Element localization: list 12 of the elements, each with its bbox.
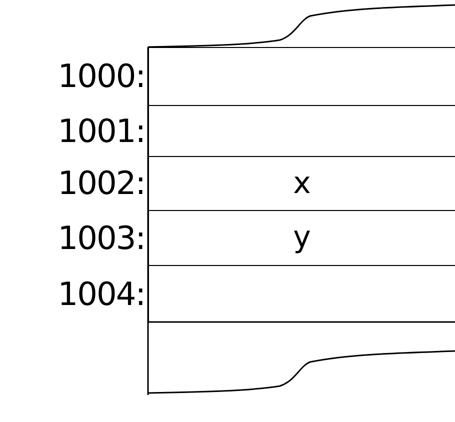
cell-value: y: [293, 223, 311, 253]
memory-address: 1000:: [58, 60, 145, 92]
memory-address: 1002:: [58, 167, 145, 199]
cell-value: x: [293, 168, 311, 198]
memory-cell: [148, 105, 455, 156]
memory-address: 1001:: [58, 114, 145, 146]
memory-cell: [148, 210, 455, 265]
memory-address: 1003:: [58, 222, 145, 254]
memory-cell: [148, 156, 455, 210]
memory-cell: [148, 265, 455, 322]
memory-cell: [148, 47, 455, 105]
memory-address: 1004:: [58, 278, 145, 310]
